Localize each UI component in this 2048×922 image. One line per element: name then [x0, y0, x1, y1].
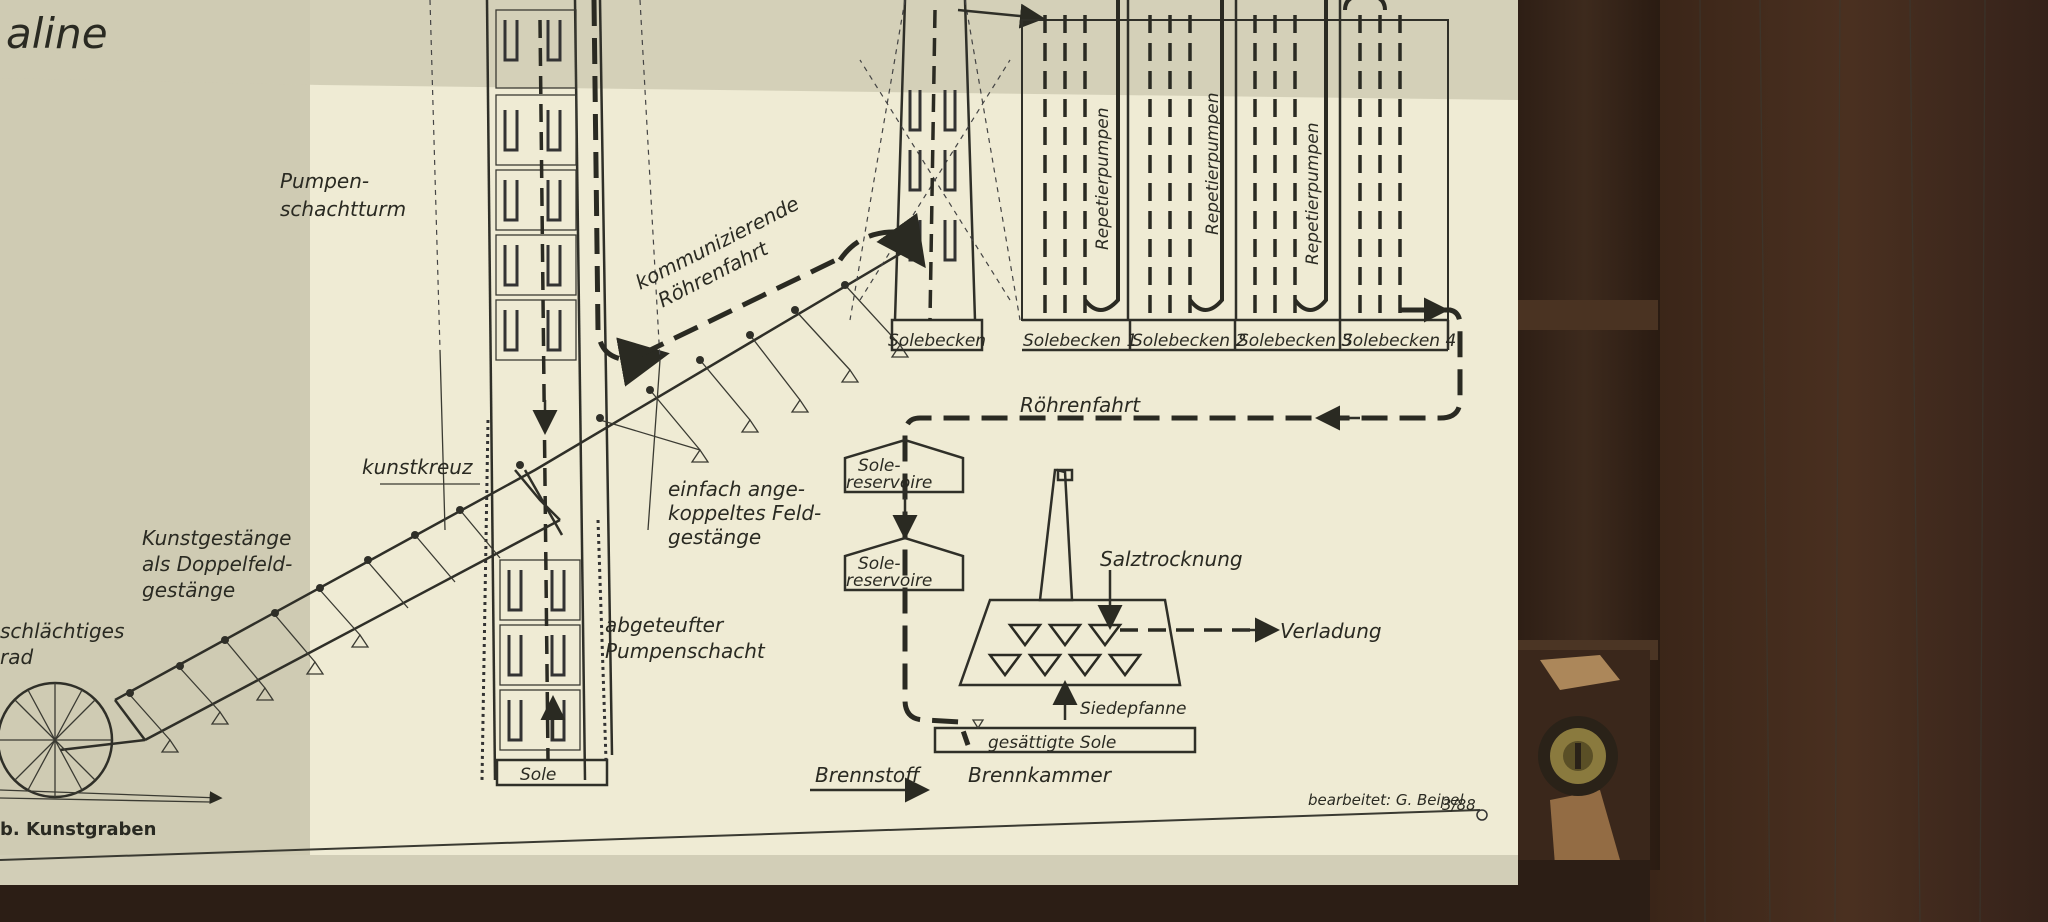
rod-system-label-b: als Doppelfeld- — [142, 552, 292, 576]
reservoir-1-label-a: Sole- — [858, 456, 901, 476]
channel-label: b. Kunstgraben — [0, 819, 156, 840]
rod-supports — [160, 343, 910, 753]
saturated-brine-label: gesättigte Sole — [988, 733, 1116, 753]
reservoir-2-label-b: reservoire — [846, 571, 932, 591]
boiling-pan-label: Siedepfanne — [1080, 699, 1186, 719]
wood-panel — [1650, 0, 2048, 922]
roehrenfahrt-label: Röhrenfahrt — [1020, 393, 1141, 417]
credit-date: 3/88 — [1442, 796, 1476, 814]
basin-3-label: Solebecken 3 — [1238, 331, 1352, 351]
boiling-house — [810, 468, 1280, 803]
reservoir-2 — [843, 536, 965, 592]
pump-shaft-tower — [429, 0, 670, 787]
rod-system — [59, 243, 916, 752]
salt-drying-label: Salztrocknung — [1100, 547, 1243, 571]
basin-4-label: Solebecken 4 — [1342, 331, 1456, 351]
simple-rods-label-c: gestänge — [668, 525, 761, 549]
pump-tower-label-b: schachtturm — [280, 197, 406, 221]
rod-system-label-a: Kunstgestänge — [142, 526, 291, 550]
repetierpumpen-label-1: Repetierpumpen — [1093, 107, 1113, 250]
screw-icon — [1476, 809, 1488, 821]
solebecken-label: Solebecken — [888, 331, 986, 351]
fuel-label: Brennstoff — [815, 763, 922, 787]
simple-rods-label-a: einfach ange- — [668, 477, 805, 501]
basin-1-label: Solebecken 1 — [1023, 331, 1137, 351]
simple-rods-label-b: koppeltes Feld- — [668, 501, 821, 525]
wheel-label-a: schlächtiges — [0, 619, 124, 643]
wheel-label-b: rad — [0, 645, 33, 669]
rod-system-label-c: gestänge — [142, 578, 235, 602]
kunstkreuz-label: kunstkreuz — [362, 455, 473, 479]
basin-row — [1021, 0, 1450, 352]
pump-shaft-label-a: abgeteufter — [605, 613, 725, 637]
pump-tower-label-a: Pumpen- — [280, 169, 369, 193]
repetier-tower — [837, 0, 1045, 352]
board-title: aline — [6, 9, 108, 58]
repetierpumpen-label-2: Repetierpumpen — [1203, 92, 1223, 235]
loading-label: Verladung — [1280, 619, 1382, 643]
sole-bottom-label: Sole — [520, 765, 556, 785]
combustion-chamber-label: Brennkammer — [968, 763, 1113, 787]
reservoir-1-label-b: reservoire — [846, 473, 932, 493]
reservoir-1 — [843, 438, 965, 494]
pump-shaft-label-b: Pumpenschacht — [605, 639, 766, 663]
water-wheel — [0, 681, 223, 805]
reservoir-2-label-a: Sole- — [858, 554, 901, 574]
basin-2-label: Solebecken 2 — [1132, 331, 1246, 351]
repetierpumpen-label-3: Repetierpumpen — [1303, 122, 1323, 265]
credit-label: bearbeitet: G. Beipel — [1308, 791, 1464, 809]
roehrenfahrt-pipe — [902, 307, 1463, 746]
